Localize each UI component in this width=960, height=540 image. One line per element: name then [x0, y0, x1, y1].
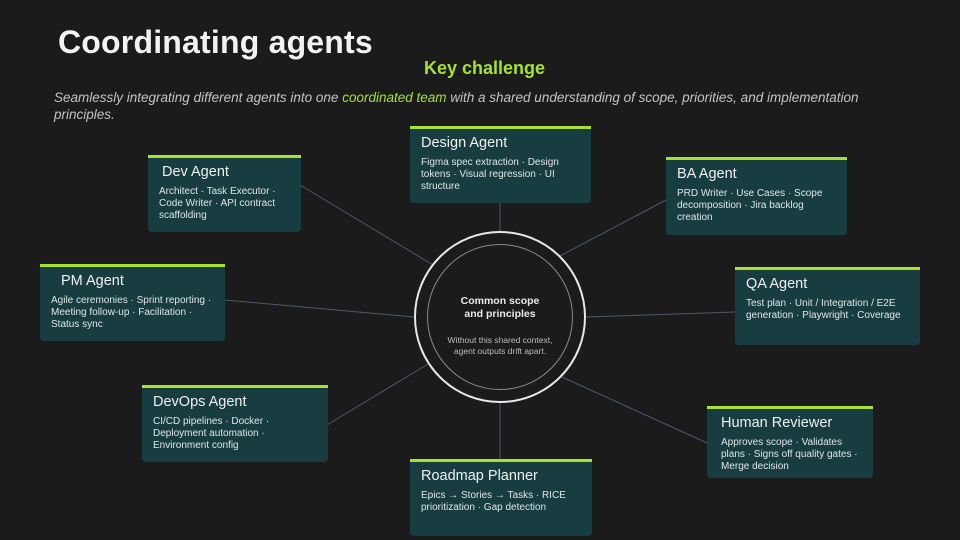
agent-desc: PRD Writer · Use Cases · Scope decomposi… [677, 188, 823, 223]
connector-qa [585, 311, 736, 318]
connector-devops [326, 363, 429, 426]
subtitle: Seamlessly integrating different agents … [54, 89, 914, 123]
subtitle-after: with a shared understanding of scope, pr… [54, 90, 859, 122]
subtitle-before: Seamlessly integrating different agents … [54, 90, 343, 105]
connector-human [561, 376, 708, 444]
connector-ba [559, 199, 667, 257]
agent-desc: Agile ceremonies · Sprint reporting · Me… [51, 295, 212, 330]
agent-desc: Epics → Stories → Tasks · RICE prioritiz… [421, 490, 566, 513]
agent-desc: Test plan · Unit / Integration / E2E gen… [746, 298, 901, 321]
agent-desc: Figma spec extraction · Design tokens · … [421, 157, 559, 192]
agent-name: PM Agent [61, 273, 124, 289]
agent-name: DevOps Agent [153, 394, 247, 410]
center-note: Without this shared context, agent outpu… [447, 335, 553, 356]
agent-name: BA Agent [677, 166, 737, 182]
key-challenge-label: Key challenge [424, 58, 546, 78]
agent-name: Dev Agent [162, 164, 229, 180]
page-title: Coordinating agents [58, 24, 373, 60]
subtitle-highlight: coordinated team [342, 90, 447, 105]
agent-desc: Architect · Task Executor · Code Writer … [159, 186, 276, 221]
connector-dev [299, 184, 434, 266]
center-title-line2: and principles [464, 308, 536, 320]
agent-desc: Approves scope · Validates plans · Signs… [721, 437, 858, 472]
agent-name: Roadmap Planner [421, 468, 538, 484]
agent-name: Design Agent [421, 135, 508, 151]
agent-name: Human Reviewer [721, 415, 833, 431]
connector-pm [223, 299, 415, 318]
agent-name: QA Agent [746, 276, 808, 292]
center-title-line1: Common scope [460, 295, 540, 307]
agent-desc: CI/CD pipelines · Docker · Deployment au… [153, 416, 270, 451]
